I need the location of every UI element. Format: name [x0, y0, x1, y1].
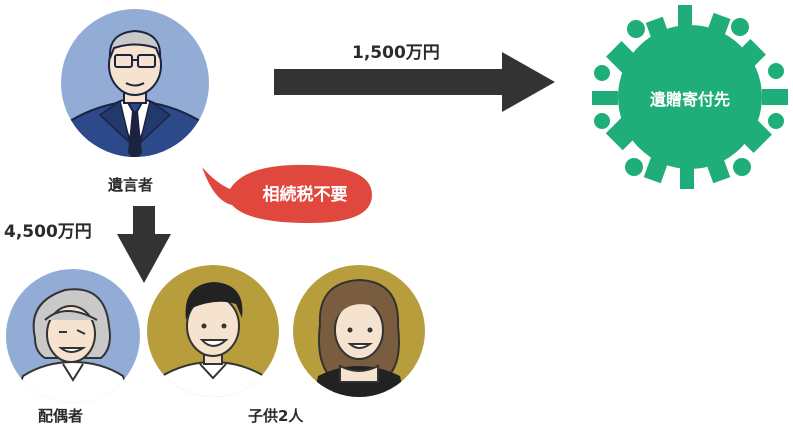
tax-free-text: 相続税不要: [262, 185, 348, 205]
children-label: 子供2人: [248, 407, 304, 425]
recipient-circle: [590, 3, 790, 193]
tax-free-badge: [202, 161, 382, 231]
inheritance-amount: 4,500万円: [4, 222, 92, 242]
spouse-avatar: [5, 268, 141, 404]
testator-label: 遺言者: [108, 176, 154, 194]
testator-avatar: [60, 3, 210, 168]
bequest-amount: 1,500万円: [352, 43, 440, 63]
child-girl-avatar: [292, 264, 426, 398]
inheritance-arrow: [116, 206, 172, 284]
recipient-label: 遺贈寄付先: [649, 90, 730, 109]
child-boy-avatar: [146, 264, 280, 398]
spouse-label: 配偶者: [38, 407, 84, 425]
bequest-arrow: [274, 52, 556, 112]
